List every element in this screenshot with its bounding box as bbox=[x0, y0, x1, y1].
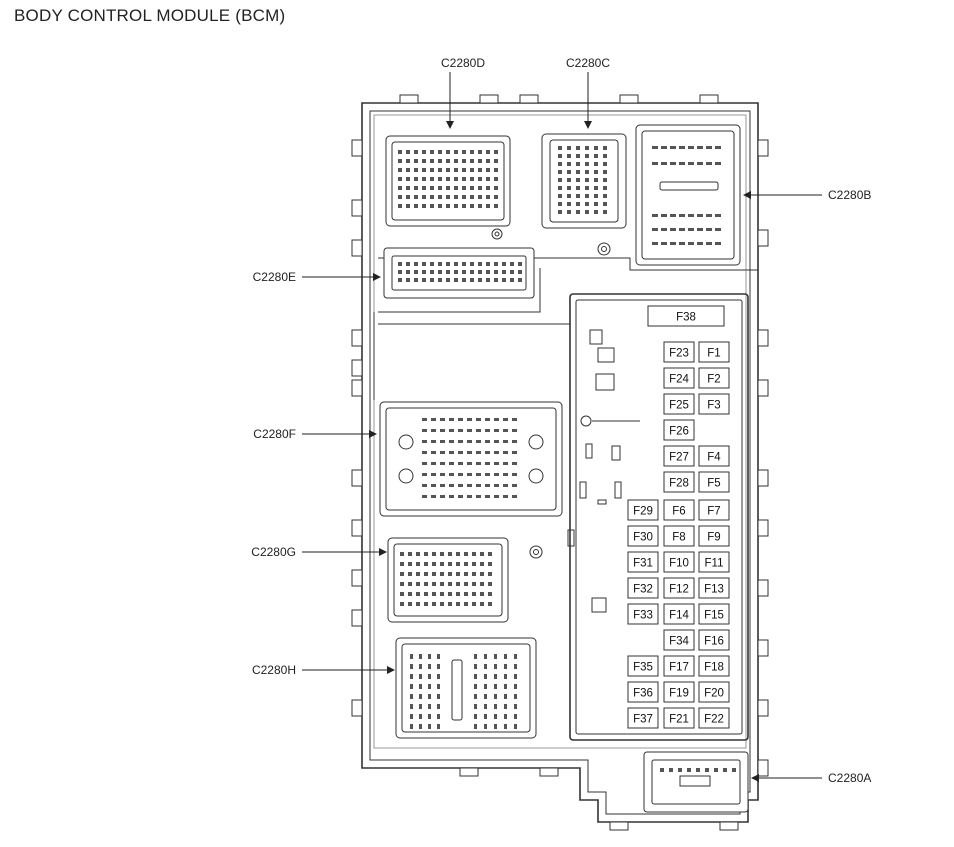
fuse-label: F29 bbox=[633, 506, 653, 518]
fuse-label: F13 bbox=[704, 584, 724, 596]
callout-lines bbox=[302, 72, 822, 782]
fuse-label: F1 bbox=[707, 348, 720, 360]
fuse-label: F15 bbox=[704, 610, 724, 622]
diagram-title: BODY CONTROL MODULE (BCM) bbox=[14, 6, 286, 25]
fuse-f8: F8 bbox=[663, 525, 695, 547]
fuse-f13: F13 bbox=[698, 577, 730, 599]
fuse-f32: F32 bbox=[627, 577, 659, 599]
fuse-f27: F27 bbox=[663, 445, 695, 467]
fuse-label: F35 bbox=[633, 662, 653, 674]
fuse-label: F5 bbox=[707, 478, 720, 490]
fuse-f34: F34 bbox=[663, 629, 695, 651]
fuse-panel bbox=[567, 293, 749, 741]
connector-c2280b bbox=[635, 124, 741, 266]
fuse-f23: F23 bbox=[663, 341, 695, 363]
fuse-label: F8 bbox=[672, 532, 685, 544]
fuse-label: F30 bbox=[633, 532, 653, 544]
fuse-f30: F30 bbox=[627, 525, 659, 547]
fuse-label: F24 bbox=[669, 374, 689, 386]
fuse-label: F16 bbox=[704, 636, 724, 648]
fuse-f3: F3 bbox=[698, 393, 730, 415]
fuse-label: F18 bbox=[704, 662, 724, 674]
fuse-label: F36 bbox=[633, 688, 653, 700]
fuse-f15: F15 bbox=[698, 603, 730, 625]
label-c2280e: C2280E bbox=[253, 270, 296, 284]
fuse-f38: F38 bbox=[647, 305, 725, 327]
fuse-f36: F36 bbox=[627, 681, 659, 703]
label-c2280d: C2280D bbox=[441, 56, 485, 70]
fuse-label: F32 bbox=[633, 584, 653, 596]
fuse-f16: F16 bbox=[698, 629, 730, 651]
fuse-f9: F9 bbox=[698, 525, 730, 547]
connector-c2280e bbox=[383, 247, 535, 299]
connector-c2280h bbox=[395, 637, 537, 739]
fuse-f21: F21 bbox=[663, 707, 695, 729]
fuse-label: F23 bbox=[669, 348, 689, 360]
fuse-f25: F25 bbox=[663, 393, 695, 415]
fuse-label: F17 bbox=[669, 662, 689, 674]
module-housing bbox=[351, 94, 769, 831]
fuse-f1: F1 bbox=[698, 341, 730, 363]
fuse-f33: F33 bbox=[627, 603, 659, 625]
fuse-label: F11 bbox=[705, 558, 724, 570]
fuse-label: F12 bbox=[669, 584, 689, 596]
label-c2280a: C2280A bbox=[828, 771, 871, 785]
fuse-f14: F14 bbox=[663, 603, 695, 625]
fuse-label: F27 bbox=[669, 452, 689, 464]
connector-c2280g bbox=[387, 537, 543, 623]
fuse-label: F38 bbox=[676, 312, 696, 324]
fuse-label: F9 bbox=[707, 532, 720, 544]
fuse-f12: F12 bbox=[663, 577, 695, 599]
fuse-label: F4 bbox=[707, 452, 721, 464]
fuse-label: F19 bbox=[669, 688, 689, 700]
label-c2280h: C2280H bbox=[252, 663, 296, 677]
fuse-label: F7 bbox=[707, 506, 720, 518]
fuse-f19: F19 bbox=[663, 681, 695, 703]
fuse-f28: F28 bbox=[663, 471, 695, 493]
fuse-f31: F31 bbox=[627, 551, 659, 573]
fuse-f20: F20 bbox=[698, 681, 730, 703]
fuse-f18: F18 bbox=[698, 655, 730, 677]
label-c2280g: C2280G bbox=[251, 545, 296, 559]
connector-c2280f bbox=[379, 401, 563, 517]
fuse-f24: F24 bbox=[663, 367, 695, 389]
fuse-label: F6 bbox=[672, 506, 685, 518]
fuse-f4: F4 bbox=[698, 445, 730, 467]
connector-c2280c bbox=[541, 133, 627, 256]
fuse-label: F37 bbox=[633, 714, 653, 726]
fuse-label: F25 bbox=[669, 400, 689, 412]
fuse-f6: F6 bbox=[663, 499, 695, 521]
fuse-label: F21 bbox=[669, 714, 689, 726]
fuse-label: F34 bbox=[669, 636, 689, 648]
fuse-f17: F17 bbox=[663, 655, 695, 677]
fuse-f10: F10 bbox=[663, 551, 695, 573]
fuse-f35: F35 bbox=[627, 655, 659, 677]
fuse-f11: F11 bbox=[698, 551, 730, 573]
fuse-f37: F37 bbox=[627, 707, 659, 729]
fuse-f7: F7 bbox=[698, 499, 730, 521]
fuse-f29: F29 bbox=[627, 499, 659, 521]
fuse-label: F22 bbox=[704, 714, 724, 726]
fuse-label: F2 bbox=[707, 374, 720, 386]
fuse-f2: F2 bbox=[698, 367, 730, 389]
connector-c2280a bbox=[643, 751, 749, 813]
fuse-label: F28 bbox=[669, 478, 689, 490]
label-c2280b: C2280B bbox=[828, 188, 871, 202]
label-c2280c: C2280C bbox=[566, 56, 610, 70]
fuse-f26: F26 bbox=[663, 419, 695, 441]
fuse-label: F3 bbox=[707, 400, 720, 412]
fuse-label: F20 bbox=[704, 688, 724, 700]
fuse-label: F10 bbox=[669, 558, 689, 570]
fuse-label: F33 bbox=[633, 610, 653, 622]
connector-c2280d bbox=[385, 135, 511, 240]
fuse-label: F31 bbox=[633, 558, 653, 570]
fuse-label: F14 bbox=[669, 610, 689, 622]
fuse-label: F26 bbox=[669, 426, 689, 438]
fuse-f22: F22 bbox=[698, 707, 730, 729]
fuse-f5: F5 bbox=[698, 471, 730, 493]
label-c2280f: C2280F bbox=[253, 427, 296, 441]
